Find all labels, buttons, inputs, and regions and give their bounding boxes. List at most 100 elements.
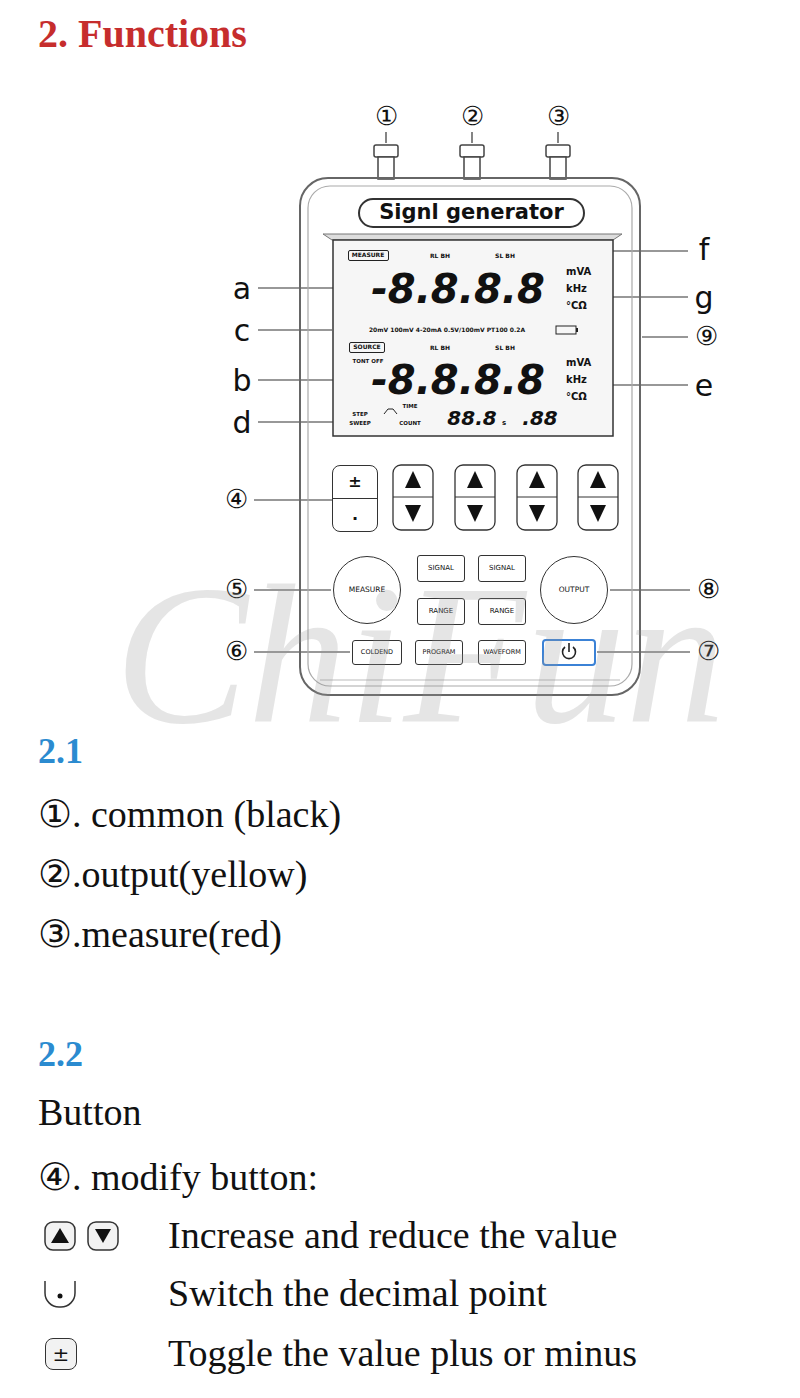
coldend-button: COLDEND — [352, 640, 402, 665]
page-title: 2. Functions — [38, 12, 247, 56]
button-text: SIGNAL — [489, 565, 515, 573]
callout-number: ⑥ — [225, 638, 248, 667]
lcd-screen — [384, 409, 397, 414]
up-icon — [51, 1228, 69, 1243]
lcd-text: TONT OFF — [353, 358, 384, 364]
arrow-button — [590, 471, 606, 488]
leader-line — [597, 651, 690, 652]
device-body — [300, 178, 640, 695]
waveform-button: WAVEFORM — [478, 640, 526, 665]
terminal — [378, 157, 394, 179]
arrow-button — [578, 497, 618, 498]
lcd-unit: kHz — [566, 283, 587, 294]
up-icon — [45, 1222, 75, 1250]
callout-letter: d — [232, 406, 251, 439]
terminal — [464, 157, 480, 179]
callout-letter: g — [694, 281, 713, 314]
leader-line — [471, 132, 472, 143]
down-icon — [88, 1222, 118, 1250]
power-button — [543, 640, 595, 665]
callout-letter: c — [234, 314, 251, 347]
lcd-digits: 88.8 — [447, 407, 496, 429]
arrow-button — [590, 505, 606, 522]
lcd-text: RL BH — [430, 253, 450, 260]
lcd-digits: -8.8.8.8 — [371, 358, 545, 402]
lcd-indicator: SOURCE — [349, 342, 384, 353]
device-label: Signl generator — [358, 198, 585, 228]
button-text: COLDEND — [361, 649, 393, 656]
arrow-button — [529, 471, 545, 488]
lcd-unit: mVA — [566, 357, 591, 368]
button-text: SOURCE — [353, 344, 380, 351]
up-icon — [45, 1222, 75, 1250]
leader-line — [254, 132, 690, 652]
device-body — [320, 680, 620, 681]
arrow-button — [393, 465, 618, 530]
lcd-screen — [323, 234, 622, 436]
arrow-button — [467, 505, 483, 522]
button-note: Increase and reduce the value — [168, 1215, 617, 1257]
lcd-screen — [333, 240, 613, 436]
section-number: 2.1 — [38, 732, 83, 772]
lcd-screen — [323, 234, 622, 240]
arrow-button — [455, 497, 495, 498]
callout-number: ② — [461, 103, 484, 132]
lcd-text: COUNT — [399, 420, 421, 426]
callout-letter: a — [233, 272, 251, 305]
arrow-button — [455, 465, 495, 530]
leader-line — [258, 329, 332, 330]
lcd-text: RL BH — [430, 345, 450, 352]
arrow-button — [517, 465, 557, 530]
arrow-button — [529, 505, 545, 522]
lcd-digits: .88 — [522, 407, 557, 429]
down-icon — [88, 1222, 118, 1250]
signal-button: SIGNAL — [478, 555, 526, 582]
section-number: 2.2 — [38, 1035, 83, 1075]
arrow-button — [405, 471, 421, 488]
callout-number: ⑤ — [225, 576, 248, 605]
program-button: PROGRAM — [415, 640, 463, 665]
arrow-button — [393, 465, 433, 530]
arrow-button — [455, 465, 495, 530]
down-icon — [95, 1229, 111, 1243]
leader-line — [610, 589, 690, 590]
button-text: PROGRAM — [423, 649, 456, 656]
callout-number: ① — [375, 103, 398, 132]
callout-letter: b — [232, 364, 251, 397]
device-body — [308, 186, 632, 686]
terminal-note: ①. common (black) — [38, 794, 341, 836]
leader-line — [642, 336, 688, 337]
callout-letter: e — [695, 369, 713, 402]
lcd-screen — [576, 328, 578, 332]
button-text: RANGE — [490, 608, 514, 616]
terminal — [550, 157, 566, 179]
lcd-text: SWEEP — [349, 420, 371, 426]
button-text: . — [333, 498, 377, 531]
lcd-indicator: MEASURE — [348, 250, 389, 261]
decimal-icon — [45, 1281, 75, 1307]
callout-number: ⑦ — [697, 638, 720, 667]
terminal — [374, 145, 398, 157]
button-note: Switch the decimal point — [168, 1273, 547, 1315]
callout-number: ⑨ — [695, 323, 718, 352]
lcd-unit: °CΩ — [566, 391, 587, 402]
signal-button: SIGNAL — [417, 555, 465, 582]
callout-number: ④ — [225, 486, 248, 515]
button-text: MEASURE — [352, 252, 385, 259]
range-button: RANGE — [417, 598, 465, 625]
terminal-note: ③.measure(red) — [38, 914, 282, 956]
decimal-icon — [58, 1294, 63, 1299]
leader-line — [557, 132, 558, 143]
button-text: SIGNAL — [428, 565, 454, 573]
button-text: RANGE — [429, 608, 453, 616]
button-note: Toggle the value plus or minus — [168, 1333, 637, 1375]
measure-button: MEASURE — [333, 556, 401, 624]
button-note: ④. modify button: — [38, 1157, 318, 1199]
button-text: MEASURE — [349, 586, 386, 594]
power-button — [568, 643, 570, 652]
decimal-icon — [45, 1281, 75, 1307]
lcd-unit: kHz — [566, 374, 587, 385]
arrow-button — [517, 497, 557, 498]
button-text: WAVEFORM — [483, 649, 521, 656]
